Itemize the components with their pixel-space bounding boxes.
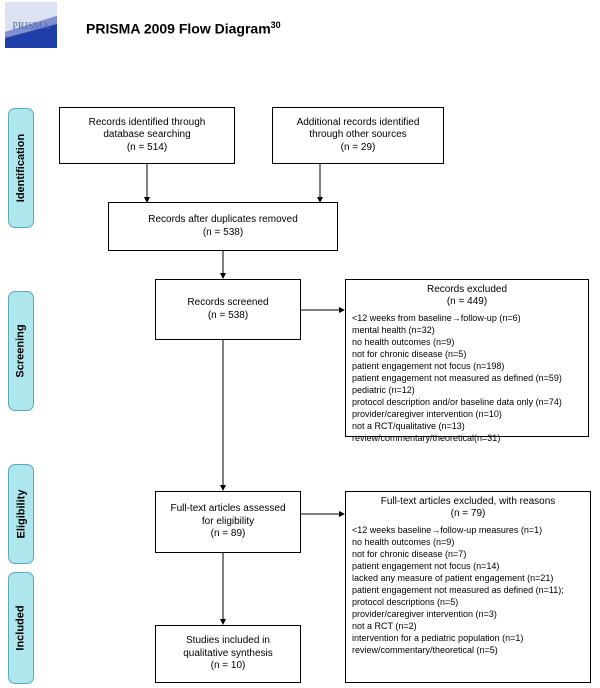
- records-excluded-item: protocol description and/or baseline dat…: [352, 397, 562, 407]
- page-title: PRISMA 2009 Flow Diagram30: [86, 20, 281, 37]
- box-fulltext-excluded: Full-text articles excluded, with reason…: [345, 491, 591, 683]
- phase-screening: Screening: [8, 291, 34, 411]
- fulltext-excluded-item: not a RCT (n=2): [352, 621, 417, 631]
- phase-identification: Identification: [8, 108, 34, 228]
- title-superscript: 30: [270, 20, 281, 30]
- records-excluded-item: pediatric (n=12): [352, 385, 415, 395]
- prisma-logo-graphic: PRISMA: [5, 2, 57, 48]
- fulltext-excluded-item: provider/caregiver intervention (n=3): [352, 609, 497, 619]
- fulltext-line-1: Full-text articles assessed: [170, 503, 286, 515]
- fulltext-excluded-count: (n = 79): [450, 508, 486, 519]
- fulltext-excluded-item: not for chronic disease (n=7): [352, 549, 467, 559]
- records-excluded-title: Records excluded: [426, 284, 508, 295]
- other-line-3: (n = 29): [340, 141, 376, 153]
- records-excluded-item: not for chronic disease (n=5): [352, 349, 467, 359]
- fulltext-line-2: for eligibility: [201, 515, 255, 527]
- db-line-1: Records identified through: [88, 116, 206, 128]
- box-records-excluded: Records excluded (n = 449) <12 weeks fro…: [345, 279, 589, 443]
- box-after-duplicates: Records after duplicates removed (n = 53…: [108, 202, 338, 251]
- db-line-2: database searching: [103, 129, 191, 141]
- records-excluded-item: <12 weeks from baseline→follow-up (n=6): [352, 313, 521, 323]
- screened-line-1: Records screened: [187, 297, 269, 308]
- title-text: PRISMA 2009 Flow Diagram: [86, 20, 271, 37]
- logo-text: PRISMA: [12, 21, 50, 32]
- fulltext-excluded-item: review/commentary/theoretical (n=5): [352, 645, 498, 655]
- phase-included: Included: [8, 572, 34, 684]
- fulltext-excluded-item: intervention for a pediatric population …: [352, 633, 524, 643]
- included-line-2: qualitative synthesis: [183, 647, 273, 659]
- phase-eligibility: Eligibility: [8, 464, 34, 564]
- fulltext-excluded-item: <12 weeks baseline→follow-up measures (n…: [352, 525, 543, 535]
- box-database-records: Records identified through database sear…: [59, 107, 235, 164]
- records-excluded-item: patient engagement not measured as defin…: [352, 373, 562, 383]
- fulltext-excluded-item: protocol descriptions (n=5): [352, 597, 459, 607]
- records-excluded-item: review/commentary/theoretical(n=31): [352, 433, 501, 443]
- included-line-3: (n = 10): [210, 660, 246, 672]
- dedup-line-1: Records after duplicates removed: [148, 214, 298, 225]
- other-line-2: through other sources: [309, 129, 407, 141]
- db-line-3: (n = 514): [126, 141, 168, 153]
- records-excluded-item: not a RCT/qualitative (n=13): [352, 421, 465, 431]
- fulltext-excluded-item: patient engagement not measured as defin…: [352, 585, 564, 595]
- box-other-sources: Additional records identified through ot…: [272, 107, 444, 164]
- dedup-line-2: (n = 538): [202, 226, 244, 238]
- records-excluded-item: mental health (n=32): [352, 325, 435, 335]
- box-fulltext-assessed: Full-text articles assessed for eligibil…: [155, 491, 301, 553]
- fulltext-excluded-item: patient engagement not focus (n=14): [352, 561, 500, 571]
- records-excluded-count: (n = 449): [446, 296, 488, 307]
- fulltext-excluded-item: lacked any measure of patient engagement…: [352, 573, 554, 583]
- prisma-logo: PRISMA: [5, 2, 57, 48]
- box-studies-included: Studies included in qualitative synthesi…: [155, 625, 301, 683]
- box-records-screened: Records screened (n = 538): [155, 279, 301, 340]
- other-line-1: Additional records identified: [296, 116, 420, 128]
- screened-line-2: (n = 538): [207, 309, 249, 321]
- fulltext-line-3: (n = 89): [210, 528, 246, 540]
- included-line-1: Studies included in: [186, 635, 270, 647]
- records-excluded-item: provider/caregiver intervention (n=10): [352, 409, 502, 419]
- fulltext-excluded-title: Full-text articles excluded, with reason…: [380, 496, 556, 507]
- records-excluded-item: no health outcomes (n=9): [352, 337, 455, 347]
- records-excluded-item: patient engagement not focus (n=198): [352, 361, 505, 371]
- fulltext-excluded-item: no health outcomes (n=9): [352, 537, 455, 547]
